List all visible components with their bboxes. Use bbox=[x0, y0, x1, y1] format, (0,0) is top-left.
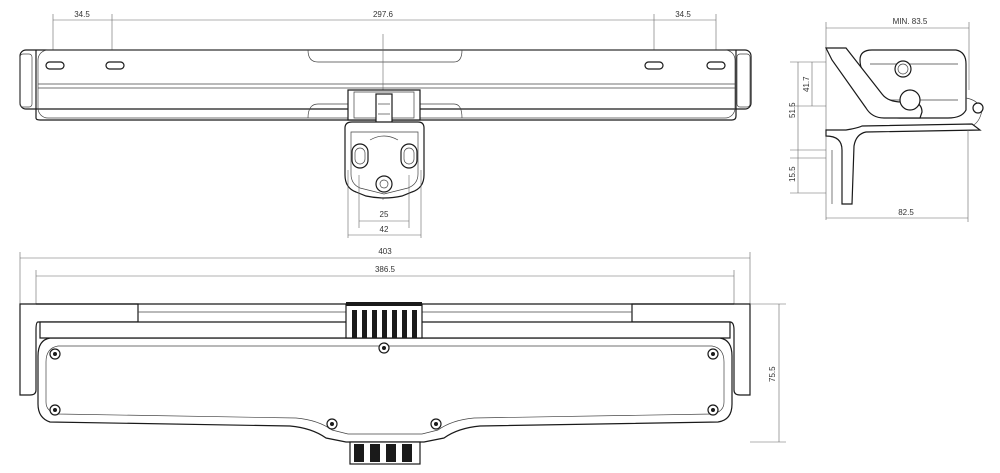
dim-label-bottom-386: 386.5 bbox=[375, 265, 396, 274]
dim-label-top-left: 34.5 bbox=[74, 10, 90, 19]
chain-link bbox=[375, 93, 393, 125]
dim-label-side-min: MIN. 83.5 bbox=[893, 17, 928, 26]
dim-label-side-82: 82.5 bbox=[898, 208, 914, 217]
dim-label-side-51: 51.5 bbox=[788, 102, 797, 118]
dim-label-top-mid: 297.6 bbox=[373, 10, 394, 19]
cable-gland bbox=[894, 60, 912, 78]
dim-label-bracket-inner: 25 bbox=[380, 210, 389, 219]
dim-label-side-41: 41.7 bbox=[802, 76, 811, 92]
mounting-slot bbox=[644, 61, 664, 70]
left-end-plate bbox=[19, 303, 139, 396]
top-view: 34.5 297.6 34.5 bbox=[19, 10, 752, 238]
side-view: MIN. 83.5 41.7 51.5 15.5 82.5 bbox=[788, 17, 984, 222]
motor-body bbox=[37, 337, 733, 443]
dim-label-bottom-403: 403 bbox=[378, 247, 392, 256]
mounting-slot bbox=[706, 61, 726, 70]
front-view: 403 386.5 bbox=[19, 247, 786, 465]
dim-label-top-right: 34.5 bbox=[675, 10, 691, 19]
dim-label-bracket-outer: 42 bbox=[380, 225, 389, 234]
bracket-body bbox=[344, 121, 425, 199]
mounting-slot bbox=[45, 61, 65, 70]
dim-label-side-15: 15.5 bbox=[788, 166, 797, 182]
bracket-profile bbox=[825, 123, 982, 205]
chain-arm bbox=[825, 47, 923, 119]
screws bbox=[49, 342, 719, 430]
mounting-slot bbox=[105, 61, 125, 70]
dim-label-bottom-75: 75.5 bbox=[768, 366, 777, 382]
